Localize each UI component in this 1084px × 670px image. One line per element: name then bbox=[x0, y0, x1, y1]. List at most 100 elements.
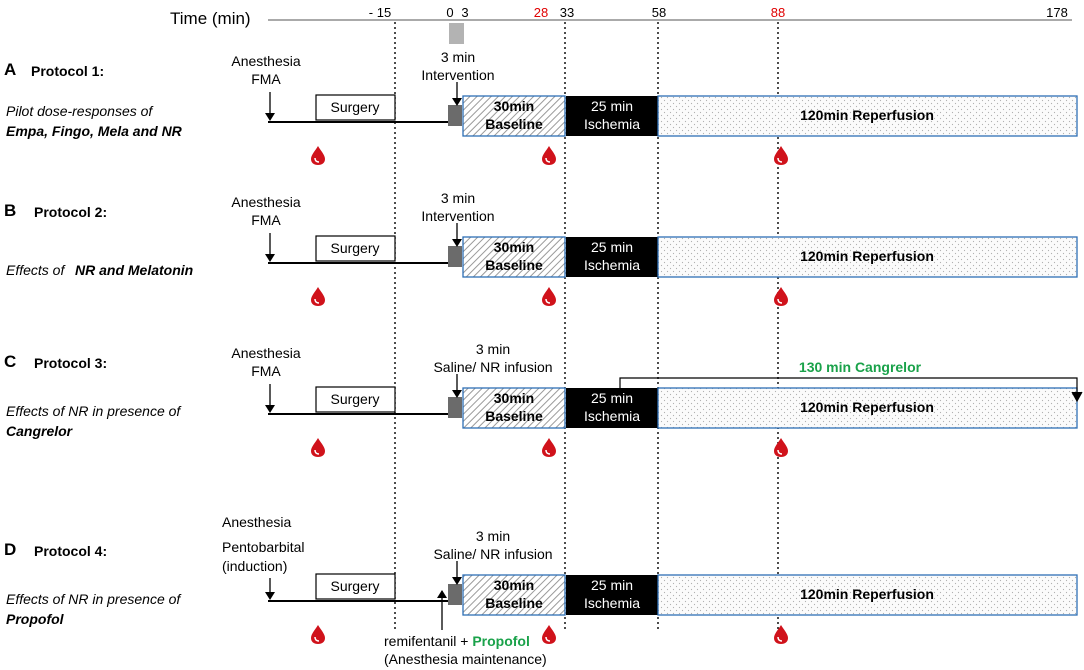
anesthesia-label: Anesthesia bbox=[231, 194, 301, 210]
ischemia-label: Ischemia bbox=[583, 257, 641, 273]
surgery-box bbox=[315, 235, 396, 262]
intervention-duration: 3 min bbox=[475, 528, 511, 544]
time-tick-label: 58 bbox=[651, 5, 667, 20]
ischemia-label: Ischemia bbox=[583, 116, 641, 132]
baseline-label: Baseline bbox=[485, 408, 543, 424]
baseline-box bbox=[462, 95, 566, 137]
maintenance-note: (Anesthesia maintenance) bbox=[384, 651, 547, 667]
reperfusion-box bbox=[657, 574, 1078, 616]
time-tick-label: 88 bbox=[770, 5, 786, 20]
protocol-letter: D bbox=[4, 540, 17, 559]
intervention-marker bbox=[448, 584, 462, 605]
ischemia-duration: 25 min bbox=[590, 577, 634, 593]
baseline-box bbox=[462, 574, 566, 616]
intervention-label: Intervention bbox=[421, 67, 495, 83]
intervention-arrowhead bbox=[452, 390, 462, 398]
reperfusion-box bbox=[657, 95, 1078, 137]
ischemia-box bbox=[566, 388, 658, 428]
time-tick-label: 0 bbox=[446, 5, 454, 20]
protocol-title: Protocol 3: bbox=[34, 355, 108, 371]
anesthesia-drug-label: Pentobarbital bbox=[222, 539, 305, 555]
cangrelor-bracket bbox=[614, 377, 1083, 403]
surgery-box bbox=[315, 94, 396, 121]
anesthesia-label: Anesthesia bbox=[231, 345, 301, 361]
surgery-label: Surgery bbox=[330, 578, 380, 594]
ischemia-duration: 25 min bbox=[590, 98, 634, 114]
anesthesia-note-label: (induction) bbox=[222, 558, 288, 574]
anesthesia-arrowhead bbox=[265, 254, 275, 262]
reperfusion-label: 120min Reperfusion bbox=[800, 248, 934, 264]
baseline-box bbox=[462, 236, 566, 278]
intervention-label: Intervention bbox=[421, 208, 495, 224]
anesthesia-drug-label: FMA bbox=[251, 71, 281, 87]
anesthesia-arrowhead bbox=[265, 113, 275, 121]
reperfusion-box bbox=[657, 236, 1078, 278]
protocol-description: Effects of NR in presence of bbox=[6, 591, 181, 607]
protocol-description: Effects of NR in presence of bbox=[6, 403, 181, 419]
protocol-title: Protocol 2: bbox=[34, 204, 108, 220]
baseline-duration: 30min bbox=[493, 239, 535, 255]
intervention-marker bbox=[448, 397, 462, 418]
surgery-box bbox=[315, 386, 396, 413]
anesthesia-arrowhead bbox=[265, 592, 275, 600]
ischemia-duration: 25 min bbox=[590, 390, 634, 406]
baseline-label: Baseline bbox=[485, 595, 543, 611]
protocol-description-bold: Cangrelor bbox=[6, 423, 73, 439]
protocol-title: Protocol 1: bbox=[31, 63, 105, 79]
anesthesia-drug-label: FMA bbox=[251, 363, 281, 379]
protocol-row-graphics bbox=[265, 82, 1078, 166]
blood-sample-icon bbox=[773, 145, 789, 166]
blood-sample-icon bbox=[310, 437, 326, 458]
intervention-duration: 3 min bbox=[440, 49, 476, 65]
blood-sample-icon bbox=[541, 286, 557, 307]
baseline-label: Baseline bbox=[485, 116, 543, 132]
ischemia-duration: 25 min bbox=[590, 239, 634, 255]
anesthesia-drug-label: FMA bbox=[251, 212, 281, 228]
blood-sample-icon bbox=[773, 286, 789, 307]
baseline-duration: 30min bbox=[493, 390, 535, 406]
timebar-marker bbox=[449, 23, 464, 44]
ischemia-box bbox=[566, 575, 658, 615]
time-axis-label: Time (min) bbox=[170, 9, 251, 28]
protocol-description-bold: NR and Melatonin bbox=[75, 262, 194, 278]
ischemia-box bbox=[566, 96, 658, 136]
anesthesia-arrowhead bbox=[265, 405, 275, 413]
time-tick-label: 33 bbox=[559, 5, 575, 20]
ischemia-box bbox=[566, 237, 658, 277]
intervention-arrowhead bbox=[452, 98, 462, 106]
intervention-arrowhead bbox=[452, 577, 462, 585]
intervention-label: Saline/ NR infusion bbox=[433, 359, 553, 375]
baseline-duration: 30min bbox=[493, 577, 535, 593]
anesthesia-label: Anesthesia bbox=[222, 514, 292, 530]
time-tick-label: 28 bbox=[533, 5, 549, 20]
surgery-label: Surgery bbox=[330, 240, 380, 256]
protocol-row-graphics bbox=[265, 223, 1078, 307]
blood-sample-icon bbox=[310, 624, 326, 645]
surgery-label: Surgery bbox=[330, 99, 380, 115]
protocol-description: Effects of bbox=[6, 262, 65, 278]
protocol-description-bold: Empa, Fingo, Mela and NR bbox=[6, 123, 182, 139]
blood-sample-icon bbox=[773, 624, 789, 645]
ischemia-label: Ischemia bbox=[583, 595, 641, 611]
reperfusion-label: 120min Reperfusion bbox=[800, 586, 934, 602]
protocol-description-bold: Propofol bbox=[6, 611, 64, 627]
intervention-marker bbox=[448, 246, 462, 267]
reperfusion-box bbox=[657, 387, 1078, 429]
intervention-label: Saline/ NR infusion bbox=[433, 546, 553, 562]
blood-sample-icon bbox=[541, 145, 557, 166]
time-tick-label: 178 bbox=[1046, 5, 1068, 20]
baseline-duration: 30min bbox=[493, 98, 535, 114]
intervention-marker bbox=[448, 105, 462, 126]
protocol-row-graphics bbox=[265, 374, 1078, 458]
protocol-description: Pilot dose-responses of bbox=[6, 103, 153, 119]
protocol-letter: C bbox=[4, 352, 17, 371]
surgery-box bbox=[315, 573, 396, 600]
reperfusion-label: 120min Reperfusion bbox=[800, 399, 934, 415]
protocol-title: Protocol 4: bbox=[34, 543, 108, 559]
protocol-letter: A bbox=[4, 60, 17, 79]
anesthesia-label: Anesthesia bbox=[231, 53, 301, 69]
intervention-duration: 3 min bbox=[440, 190, 476, 206]
time-tick-label: 3 bbox=[461, 5, 469, 20]
maintenance-drug: remifentanil + bbox=[384, 633, 473, 649]
